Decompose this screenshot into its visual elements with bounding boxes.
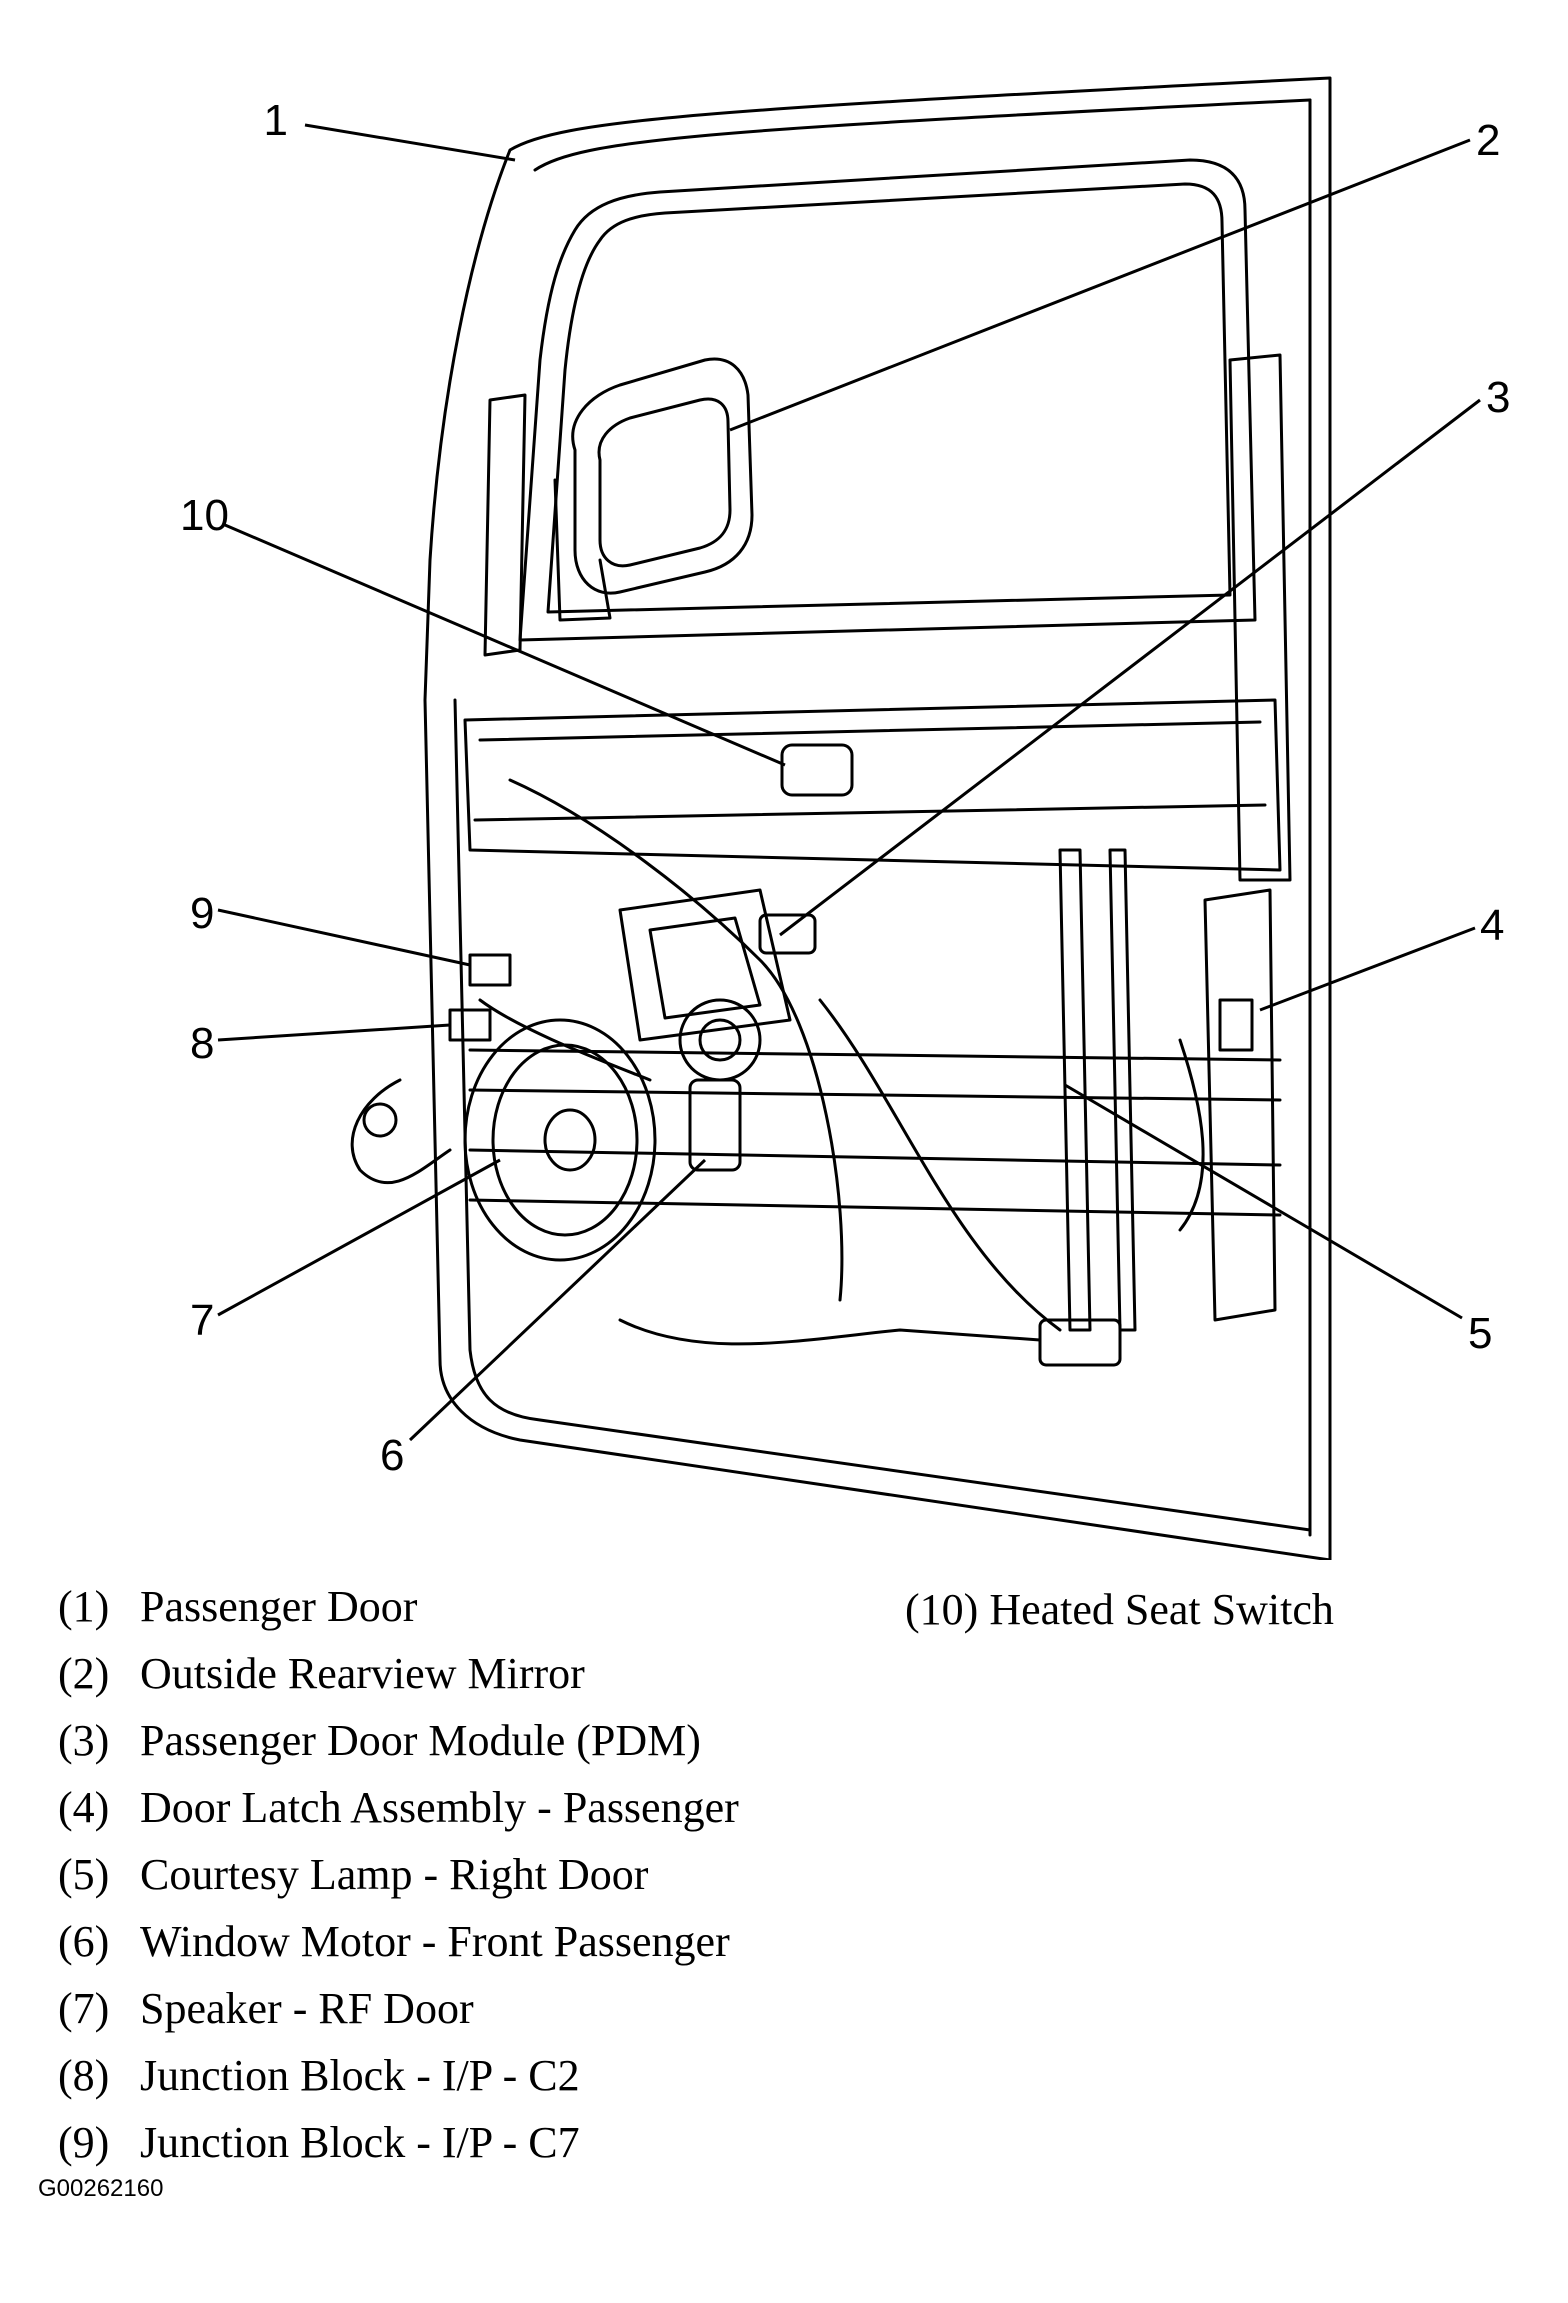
legend-number: (8) (58, 2051, 110, 2100)
legend-item-1: (1) Passenger Door (58, 1585, 417, 1629)
legend-label: Outside Rearview Mirror (140, 1649, 585, 1698)
junction-block-c7-shape (468, 953, 512, 987)
callout-3: 3 (1486, 373, 1510, 422)
legend-number: (10) (905, 1585, 979, 1634)
legend-item-10: (10) Heated Seat Switch (905, 1588, 1334, 1632)
door-module-shape (618, 888, 817, 1042)
window-motor-shape (678, 998, 762, 1172)
legend-item-9: (9) Junction Block - I/P - C7 (58, 2121, 580, 2165)
junction-block-c2-shape (448, 1008, 492, 1042)
legend-number: (2) (58, 1649, 110, 1698)
callout-4: 4 (1480, 901, 1504, 950)
legend-label: Junction Block - I/P - C7 (140, 2118, 580, 2167)
legend-label: Heated Seat Switch (989, 1585, 1334, 1634)
callout-6: 6 (380, 1431, 404, 1480)
legend-number: (4) (58, 1783, 110, 1832)
legend-item-5: (5) Courtesy Lamp - Right Door (58, 1853, 648, 1897)
door-outline (423, 76, 1332, 1560)
outside-rearview-mirror-shape (553, 357, 754, 622)
legend-label: Passenger Door (140, 1582, 418, 1631)
heated-seat-switch-shape (780, 743, 854, 797)
legend-item-4: (4) Door Latch Assembly - Passenger (58, 1786, 739, 1830)
callout-2: 2 (1476, 116, 1500, 165)
legend-item-3: (3) Passenger Door Module (PDM) (58, 1719, 701, 1763)
legend-number: (9) (58, 2118, 110, 2167)
legend-number: (6) (58, 1917, 110, 1966)
legend-label: Courtesy Lamp - Right Door (140, 1850, 649, 1899)
callout-9: 9 (190, 889, 214, 938)
legend-label: Window Motor - Front Passenger (140, 1917, 730, 1966)
legend-number: (3) (58, 1716, 110, 1765)
legend-label: Junction Block - I/P - C2 (140, 2051, 580, 2100)
callout-7: 7 (190, 1296, 214, 1345)
legend-label: Speaker - RF Door (140, 1984, 474, 2033)
callout-5: 5 (1468, 1309, 1492, 1358)
courtesy-lamp-shape (1038, 1318, 1122, 1367)
legend-label: Door Latch Assembly - Passenger (140, 1783, 739, 1832)
callout-10: 10 (180, 491, 229, 540)
legend-number: (7) (58, 1984, 110, 2033)
legend-item-2: (2) Outside Rearview Mirror (58, 1652, 585, 1696)
callout-8: 8 (190, 1019, 214, 1068)
window-frame (518, 158, 1257, 642)
door-diagram: 1 2 3 4 5 6 7 8 9 10 (180, 76, 1510, 1560)
legend-item-8: (8) Junction Block - I/P - C2 (58, 2054, 580, 2098)
figure-id: G00262160 (38, 2175, 164, 2202)
legend-number: (1) (58, 1582, 110, 1631)
legend-item-7: (7) Speaker - RF Door (58, 1987, 474, 2031)
speaker-shape (463, 1018, 657, 1262)
legend-number: (5) (58, 1850, 110, 1899)
legend-label: Passenger Door Module (PDM) (140, 1716, 701, 1765)
legend-item-6: (6) Window Motor - Front Passenger (58, 1920, 730, 1964)
callout-1: 1 (264, 96, 288, 145)
